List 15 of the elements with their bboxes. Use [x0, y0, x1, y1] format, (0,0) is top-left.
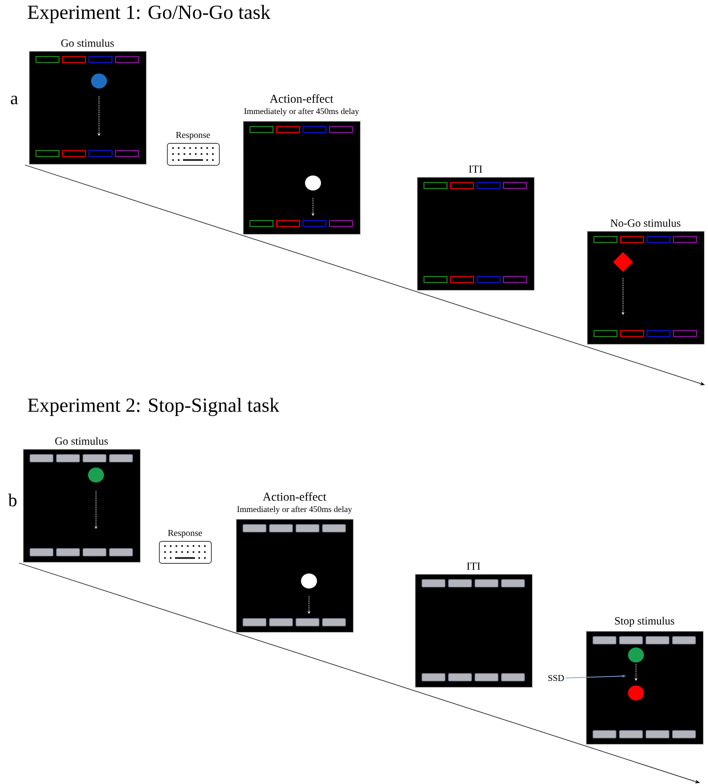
screen-heading: ITI: [468, 166, 482, 173]
title-text: Experiment 2: Stop-Signal task: [28, 398, 280, 416]
title-text: Experiment 1: Go/No-Go task: [28, 4, 270, 24]
screen-heading: Action-effect: [262, 492, 326, 501]
screen-heading: No-Go stimulus: [610, 219, 680, 227]
screen-heading: ITI: [466, 562, 480, 570]
screen-subheading: Immediately or after 450ms delay: [237, 506, 352, 514]
screen-subheading: Immediately or after 450ms delay: [244, 108, 360, 116]
interval-label: SSD: [548, 674, 564, 682]
screen-heading: Action-effect: [270, 94, 334, 103]
response-label: Response: [168, 530, 202, 538]
screen-heading: Stop stimulus: [615, 616, 674, 627]
screen-heading: Go stimulus: [61, 39, 114, 47]
screen-heading: Go stimulus: [55, 437, 108, 445]
response-label: Response: [176, 132, 210, 140]
